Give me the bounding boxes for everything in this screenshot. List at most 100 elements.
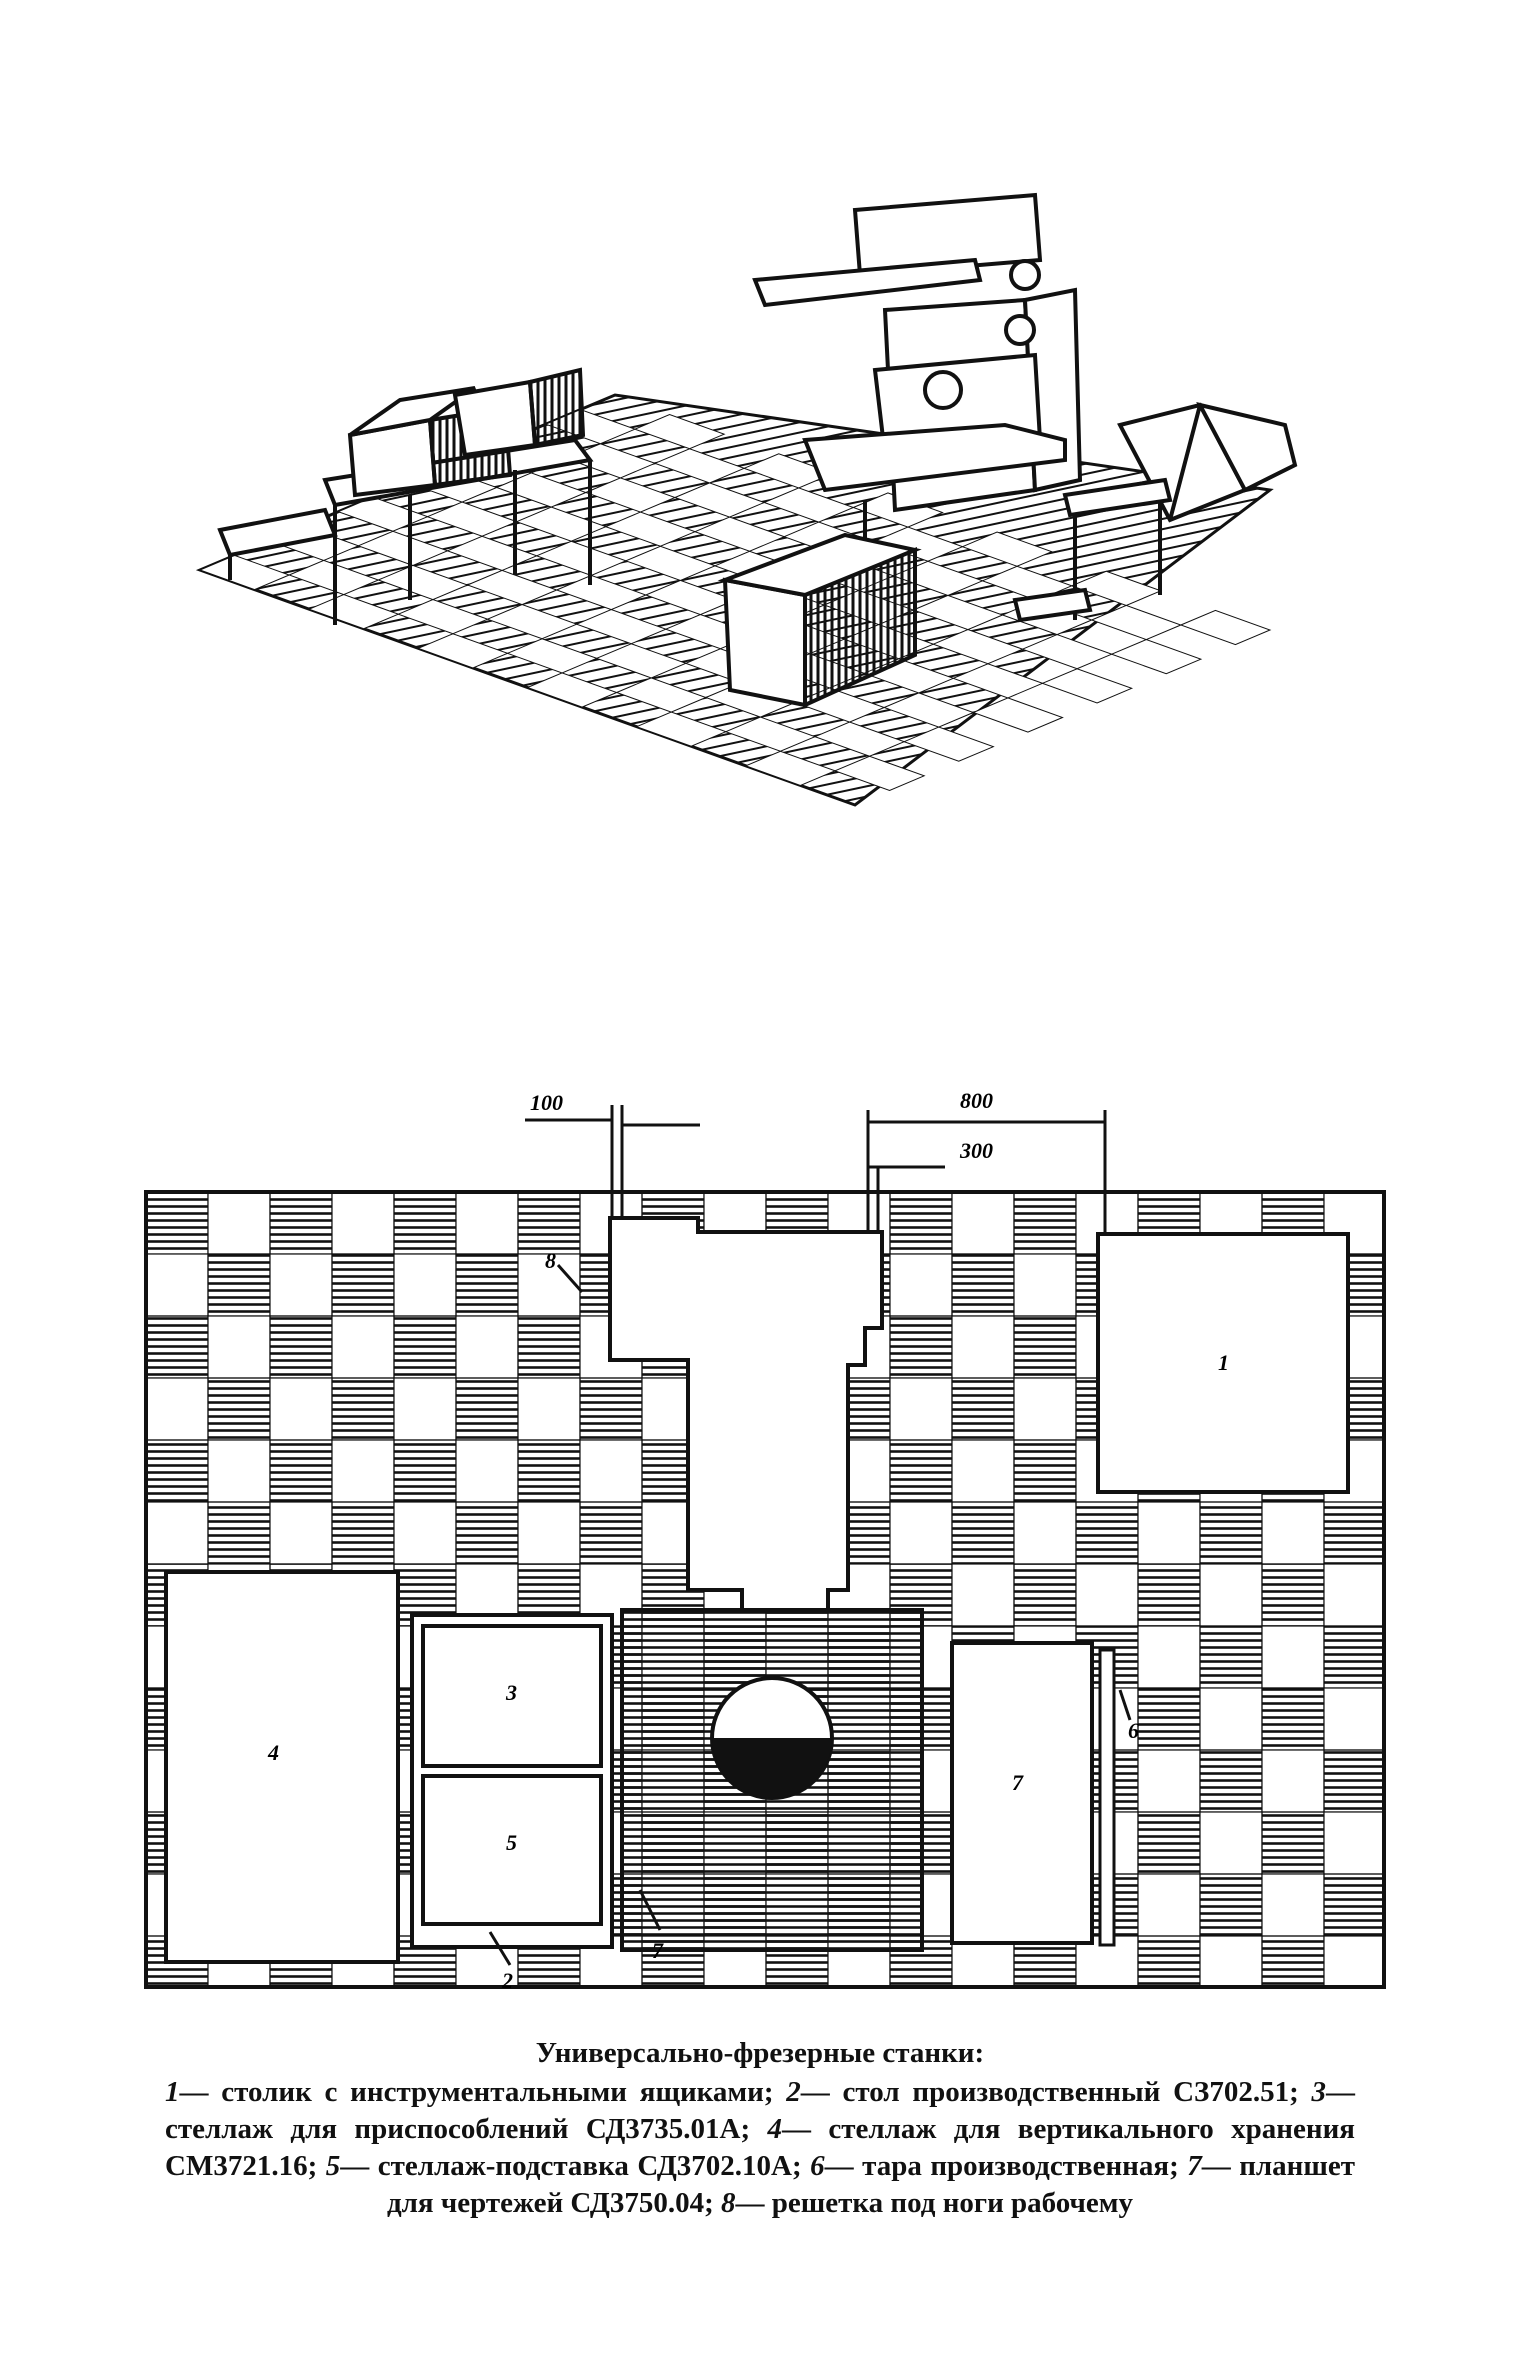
grating-cell xyxy=(207,1439,271,1503)
grating-cell xyxy=(1323,1501,1384,1565)
label-6: 6 xyxy=(1128,1718,1139,1743)
production-container xyxy=(717,500,922,709)
grating-cell xyxy=(331,1315,395,1379)
label-2: 2 xyxy=(501,1968,513,1993)
legend-item: 7— планшет для чертежей СД3750.04; xyxy=(386,2150,1355,2220)
label-7: 7 xyxy=(1012,1770,1024,1795)
isometric-workplace-illustration xyxy=(195,192,1298,807)
grating-cell xyxy=(1013,1377,1077,1441)
grating-cell xyxy=(146,1377,209,1441)
grating-cell xyxy=(517,1253,581,1317)
dimension-300: 300 xyxy=(959,1138,993,1163)
grating-cell xyxy=(1261,1935,1325,1987)
grating-cell xyxy=(1261,1501,1325,1565)
grating-cell xyxy=(1013,1439,1077,1503)
floor-cell xyxy=(1179,609,1272,646)
grating-cell xyxy=(579,1439,643,1503)
grating-cell xyxy=(146,1315,209,1379)
grating-cell xyxy=(1137,1563,1201,1627)
grating-cell xyxy=(269,1253,333,1317)
label-7-center: 7 xyxy=(652,1938,664,1963)
grating-cell xyxy=(889,1192,953,1255)
legend-item: 1— столик с инструментальными ящиками; xyxy=(165,2076,787,2109)
grating-cell xyxy=(1261,1625,1325,1689)
grating-cell xyxy=(1199,1687,1263,1751)
dimension-800: 800 xyxy=(960,1088,993,1113)
milling-machine-footprint xyxy=(608,1216,884,1612)
grating-cell xyxy=(951,1563,1015,1627)
grating-cell xyxy=(393,1439,457,1503)
grating-cell xyxy=(1323,1811,1384,1875)
floor-cell xyxy=(633,414,726,450)
grating-cell xyxy=(455,1377,519,1441)
drawing-board-stand xyxy=(1012,402,1298,623)
grating-cell xyxy=(1199,1749,1263,1813)
grating-cell xyxy=(331,1439,395,1503)
grating-cell xyxy=(951,1439,1015,1503)
grating-cell xyxy=(1323,1563,1384,1627)
grating-cell xyxy=(331,1377,395,1441)
grating-cell xyxy=(1261,1563,1325,1627)
grating-cell xyxy=(146,1439,209,1503)
grating-cell xyxy=(207,1253,271,1317)
grating-cell xyxy=(1199,1811,1263,1875)
floor-plan: 100 800 300 8 1 4 3 5 2 7 7 6 xyxy=(144,1088,1386,1993)
grating-cell xyxy=(455,1315,519,1379)
grating-cell xyxy=(269,1377,333,1441)
grating-cell xyxy=(951,1315,1015,1379)
label-5: 5 xyxy=(506,1830,517,1855)
grating-cell xyxy=(146,1501,209,1565)
grating-cell xyxy=(393,1253,457,1317)
grating-cell xyxy=(1013,1253,1077,1317)
grating-cell xyxy=(207,1192,271,1255)
grating-cell xyxy=(579,1501,643,1565)
grating-cell xyxy=(951,1501,1015,1565)
grating-cell xyxy=(1261,1687,1325,1751)
grating-cell xyxy=(517,1192,581,1255)
label-1: 1 xyxy=(1218,1350,1229,1375)
grating-cell xyxy=(1013,1192,1077,1255)
item-1-tool-table xyxy=(1096,1232,1350,1494)
legend-item: 8— решетка под ноги рабочему xyxy=(721,2187,1134,2220)
grating-cell xyxy=(889,1377,953,1441)
grating-cell xyxy=(1323,1687,1384,1751)
grating-cell xyxy=(517,1439,581,1503)
grating-cell xyxy=(455,1253,519,1317)
legend-item: 5— стеллаж-подставка СД3702.10А; xyxy=(325,2150,811,2183)
grating-cell xyxy=(889,1253,953,1317)
caption-title: Универсально-фрезерные станки: xyxy=(535,2037,985,2069)
grating-cell xyxy=(393,1315,457,1379)
grating-cell xyxy=(207,1315,271,1379)
grating-cell xyxy=(1013,1315,1077,1379)
floor-cell xyxy=(902,726,995,762)
grating-cell xyxy=(1323,1873,1384,1937)
floor-cell xyxy=(1041,668,1134,704)
grating-cell xyxy=(951,1377,1015,1441)
grating-cell xyxy=(1137,1625,1201,1689)
tool-table-with-boxes xyxy=(217,367,594,625)
grating-cell xyxy=(331,1501,395,1565)
grating-cell xyxy=(889,1439,953,1503)
legend-item: 2— стол производственный СЗ702.51; xyxy=(786,2076,1312,2109)
grating-cell xyxy=(1137,1935,1201,1987)
grating-cell xyxy=(579,1377,643,1441)
grating-cell xyxy=(1137,1687,1201,1751)
grating-cell xyxy=(207,1377,271,1441)
item-7-drawing-board xyxy=(950,1641,1094,1945)
caption-legend: 1— столик с инструментальными ящиками; 2… xyxy=(165,2074,1355,2222)
grating-cell xyxy=(331,1192,395,1255)
grating-cell xyxy=(1323,1935,1384,1987)
legend-item: 3— стеллаж для приспособлений СД3735.01А… xyxy=(165,2076,1355,2146)
grating-cell xyxy=(517,1315,581,1379)
figure-caption: Универсально-фрезерные станки: 1— столик… xyxy=(165,2035,1355,2223)
grating-cell xyxy=(146,1253,209,1317)
milling-machine xyxy=(752,192,1083,513)
grating-cell xyxy=(1261,1811,1325,1875)
dimension-100: 100 xyxy=(530,1090,563,1115)
item-5-rack-stand xyxy=(421,1774,603,1926)
label-8: 8 xyxy=(545,1248,556,1273)
floor-cell xyxy=(971,697,1064,733)
label-4: 4 xyxy=(267,1740,279,1765)
grating-cell xyxy=(517,1501,581,1565)
grating-cell xyxy=(1075,1563,1139,1627)
